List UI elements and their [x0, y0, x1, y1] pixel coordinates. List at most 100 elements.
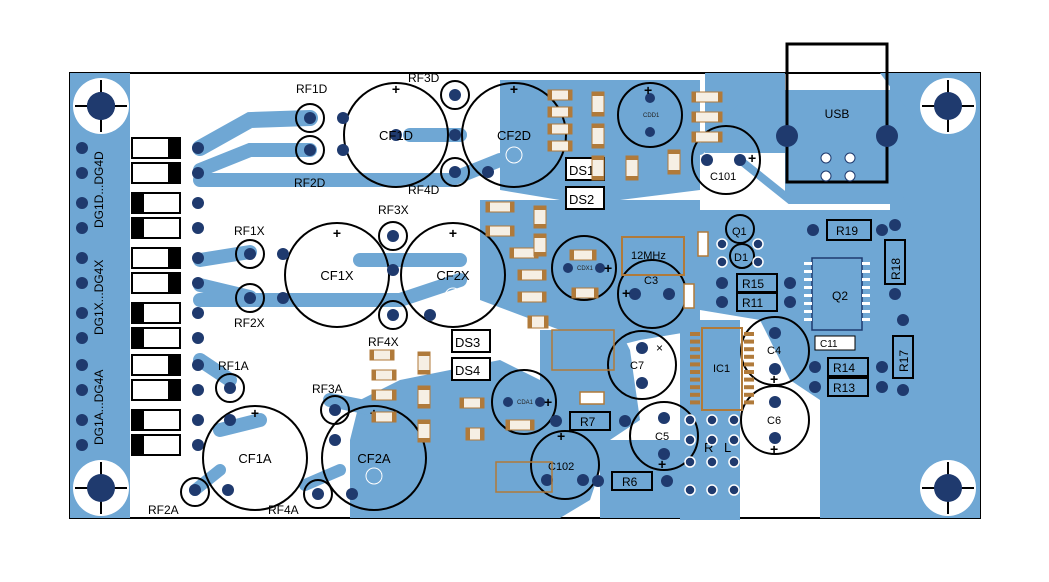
ic-pin: [690, 400, 700, 405]
ds4-box: DS4: [451, 357, 491, 381]
svg-text:+: +: [770, 371, 778, 387]
pad: [387, 264, 399, 276]
pad: [387, 230, 399, 242]
pad: [728, 434, 740, 446]
q2-pin: [862, 310, 870, 313]
q2-pin: [804, 310, 812, 313]
svg-text:RF1X: RF1X: [234, 224, 265, 238]
smd-part: [527, 315, 549, 329]
diode: [76, 162, 204, 184]
svg-text:+: +: [333, 225, 341, 241]
resistor-r14: R14: [809, 357, 888, 377]
diode: [76, 272, 204, 294]
rf-ring: [235, 283, 265, 313]
q2-pin: [804, 318, 812, 321]
svg-text:Q1: Q1: [732, 226, 747, 238]
svg-text:C5: C5: [655, 431, 669, 443]
rf-ring: [295, 103, 325, 133]
smd-part: [667, 149, 681, 175]
ic1-chip: IC1: [701, 327, 743, 411]
rf-ring: [180, 477, 210, 507]
smd-part: [369, 349, 395, 361]
svg-text:C7: C7: [630, 360, 644, 372]
svg-text:×: ×: [656, 341, 663, 355]
q2-pin: [804, 294, 812, 297]
pad: [329, 404, 341, 416]
rf-ring: [378, 221, 408, 251]
svg-text:RF3X: RF3X: [378, 203, 409, 217]
pad: [752, 238, 764, 250]
cap-c7: × C7: [607, 330, 677, 400]
q2-pin: [862, 286, 870, 289]
smd-part: [485, 201, 515, 213]
ic-pin: [744, 400, 754, 405]
q2-pin: [862, 302, 870, 305]
smd-part: [371, 369, 397, 381]
q2-pin: [804, 302, 812, 305]
ic-pin: [690, 370, 700, 374]
diode: [76, 247, 204, 269]
cap-cf1d: + CF1D: [343, 81, 449, 188]
q2-pin: [804, 262, 812, 265]
svg-text:C6: C6: [767, 415, 781, 427]
smd-part: [459, 397, 485, 409]
pad: [706, 414, 718, 426]
smd-part: [691, 131, 723, 143]
svg-text:RF2D: RF2D: [294, 176, 326, 190]
transistor-q1: Q1: [725, 214, 755, 244]
svg-text:R19: R19: [836, 224, 858, 238]
pad: [706, 456, 718, 468]
resistor-r13: R13: [809, 377, 888, 397]
pad: [449, 129, 461, 141]
svg-text:R14: R14: [833, 361, 855, 375]
small-resistor: [579, 391, 605, 405]
cap-cf1a: + CF1A: [202, 405, 308, 511]
pad: [329, 434, 341, 446]
diode: [76, 354, 204, 376]
svg-text:C3: C3: [644, 275, 658, 287]
cap-c11: C11: [814, 335, 856, 351]
pad: [684, 414, 696, 426]
usb-connector: USB: [776, 42, 898, 184]
pad: [716, 256, 728, 268]
svg-text:C4: C4: [767, 345, 781, 357]
pad: [304, 112, 316, 124]
ic-pin: [690, 347, 700, 352]
smd-part: [591, 91, 605, 117]
diode-d1: D1: [729, 243, 755, 269]
pad: [424, 309, 436, 321]
svg-text:RF4D: RF4D: [408, 183, 440, 197]
ic-pin: [744, 362, 754, 367]
ds3-box: DS3: [451, 329, 491, 353]
svg-text:+: +: [392, 81, 400, 97]
svg-text:+: +: [770, 441, 778, 457]
svg-text:+: +: [604, 260, 612, 276]
smd-part: [625, 155, 639, 181]
mounting-hole-br: [920, 460, 976, 516]
svg-text:RF3D: RF3D: [408, 71, 440, 85]
rf-ring: [215, 373, 245, 403]
ic-pin: [744, 354, 754, 359]
regulator: [495, 461, 553, 493]
smd-part: [485, 225, 515, 237]
svg-text:CDD1: CDD1: [643, 113, 660, 119]
svg-text:DS4: DS4: [455, 363, 480, 378]
pad: [277, 248, 289, 260]
mounting-holes: [73, 78, 976, 516]
diode: [76, 434, 204, 456]
svg-text:R11: R11: [742, 296, 763, 310]
q2-pin: [862, 278, 870, 281]
resistor-r6: R6: [592, 471, 673, 491]
svg-text:C102: C102: [548, 461, 574, 473]
svg-text:CDA1: CDA1: [517, 400, 534, 406]
pad: [728, 456, 740, 468]
pad: [346, 488, 358, 500]
smd-part: [547, 89, 573, 101]
smd-part: [571, 287, 599, 299]
svg-text:+: +: [622, 285, 630, 301]
svg-text:R17: R17: [897, 350, 911, 372]
cap-c5: + C5: [629, 401, 699, 472]
svg-text:R6: R6: [622, 475, 638, 489]
pad: [684, 434, 696, 446]
svg-text:+: +: [251, 405, 259, 421]
